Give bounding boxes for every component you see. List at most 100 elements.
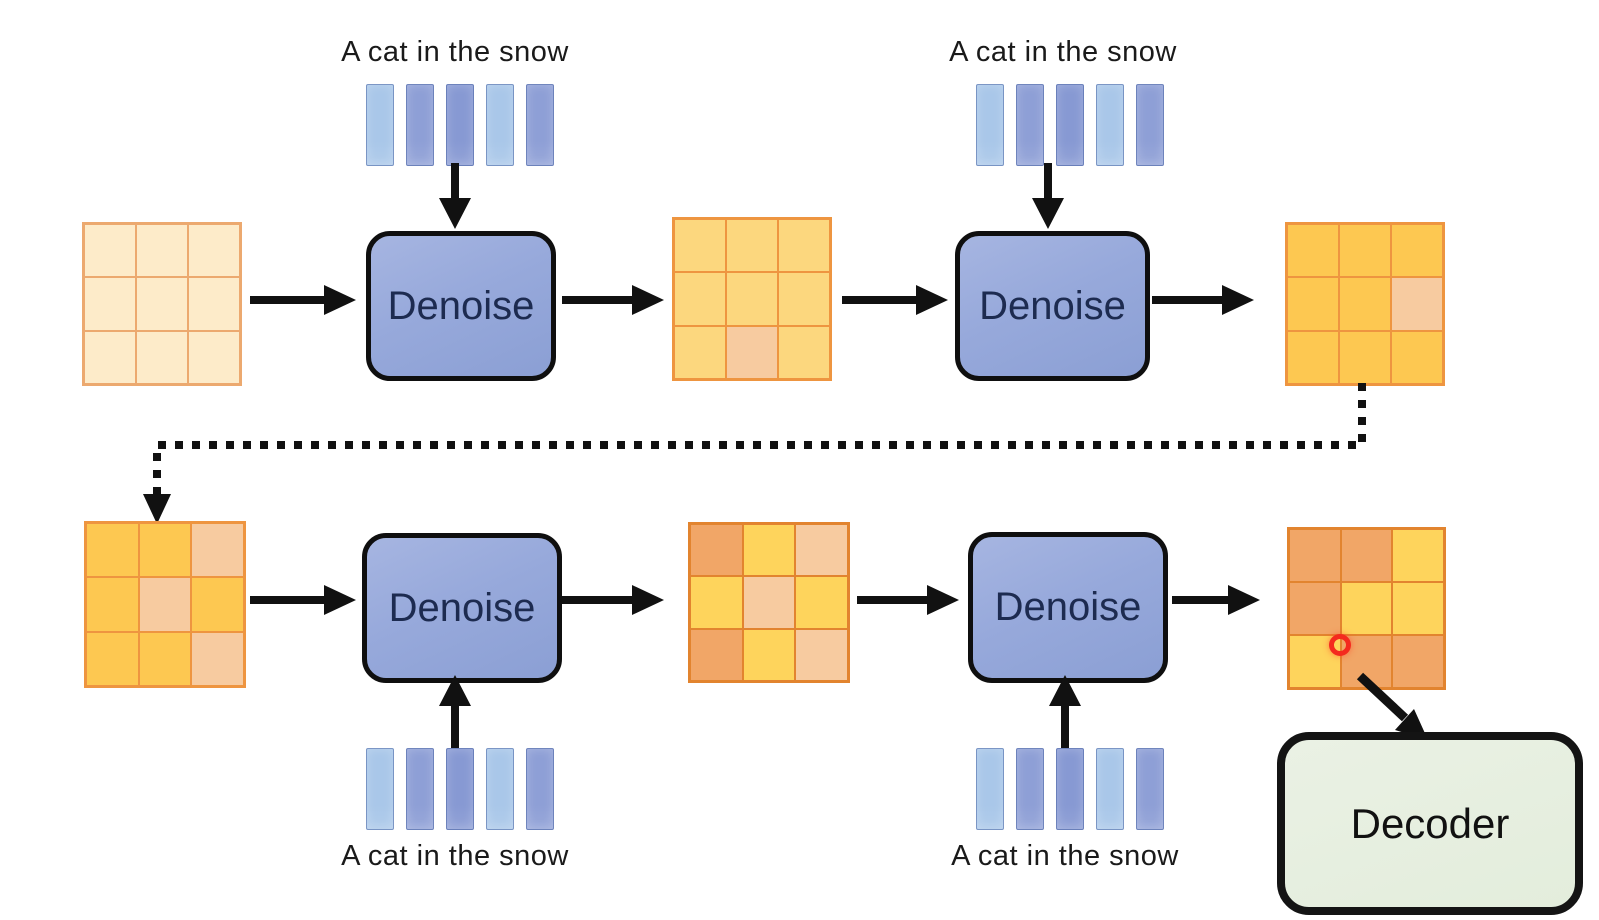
latent-cell — [795, 576, 848, 629]
latent-grid-1 — [82, 222, 242, 386]
token-embeddings — [366, 84, 554, 166]
latent-cell — [86, 523, 139, 578]
latent-cell — [690, 576, 743, 629]
latent-cell — [84, 277, 136, 331]
latent-cell — [136, 277, 188, 331]
latent-cell — [1392, 529, 1444, 582]
token-embedding-bar — [1016, 748, 1044, 830]
latent-cell — [778, 325, 830, 379]
dotted-continuation-arrow — [143, 383, 1366, 524]
latent-cell — [1339, 224, 1391, 278]
token-embedding-bar — [406, 84, 434, 166]
latent-cell — [138, 577, 192, 632]
arrow-right-icon — [1172, 585, 1260, 615]
token-embedding-bar — [1136, 84, 1164, 166]
token-embedding-bar — [366, 84, 394, 166]
latent-cell — [1391, 277, 1443, 331]
token-embedding-bar — [446, 84, 474, 166]
arrow-right-icon — [562, 285, 664, 315]
denoise-label: Denoise — [994, 585, 1142, 629]
latent-grid-2 — [672, 217, 832, 381]
latent-cell — [742, 576, 796, 629]
arrow-right-icon — [562, 585, 664, 615]
latent-cell — [1392, 582, 1444, 635]
token-embedding-bar — [1016, 84, 1044, 166]
latent-cell — [86, 577, 139, 632]
arrow-down-icon — [439, 163, 471, 229]
denoise-box-4: Denoise — [968, 532, 1168, 683]
latent-cell — [136, 224, 188, 278]
latent-cell — [726, 325, 778, 379]
latent-cell — [84, 330, 136, 384]
token-embedding-bar — [526, 84, 554, 166]
denoise-box-3: Denoise — [362, 533, 562, 683]
latent-grid-6 — [1287, 527, 1446, 690]
latent-cell — [138, 523, 192, 578]
denoise-label: Denoise — [388, 585, 536, 630]
prompt-text: A cat in the snow — [341, 36, 569, 68]
latent-cell — [690, 628, 743, 681]
arrow-right-icon — [250, 585, 356, 615]
latent-cell — [690, 524, 743, 577]
latent-cell — [1391, 330, 1443, 384]
latent-cell — [84, 224, 136, 278]
arrow-up-icon — [1049, 675, 1081, 748]
denoise-box-2: Denoise — [955, 231, 1150, 381]
denoise-box-1: Denoise — [366, 231, 556, 381]
token-embedding-bar — [1096, 748, 1124, 830]
latent-cell — [188, 277, 240, 331]
prompt-text: A cat in the snow — [949, 36, 1177, 68]
arrow-right-icon — [842, 285, 948, 315]
latent-cell — [191, 577, 244, 632]
latent-cell — [1391, 224, 1443, 278]
arrow-right-icon — [250, 285, 356, 315]
latent-cell — [795, 628, 848, 681]
prompt-text: A cat in the snow — [951, 840, 1179, 872]
latent-cell — [191, 523, 244, 578]
latent-cell — [138, 631, 192, 686]
latent-cell — [1340, 529, 1393, 582]
token-embedding-bar — [486, 748, 514, 830]
token-embedding-bar — [1096, 84, 1124, 166]
red-circle-marker — [1329, 634, 1351, 656]
latent-cell — [191, 631, 244, 686]
latent-cell — [742, 628, 796, 681]
latent-cell — [742, 524, 796, 577]
latent-cell — [1287, 224, 1339, 278]
latent-cell — [778, 219, 830, 273]
arrow-up-icon — [439, 675, 471, 748]
latent-cell — [674, 325, 726, 379]
denoise-label: Denoise — [387, 283, 535, 328]
latent-grid-5 — [688, 522, 850, 683]
latent-cell — [1392, 635, 1444, 688]
latent-cell — [188, 330, 240, 384]
latent-cell — [674, 219, 726, 273]
token-embedding-bar — [1136, 748, 1164, 830]
latent-cell — [86, 631, 139, 686]
token-embedding-bar — [406, 748, 434, 830]
latent-grid-3 — [1285, 222, 1445, 386]
latent-cell — [136, 330, 188, 384]
prompt-text: A cat in the snow — [341, 840, 569, 872]
denoise-label: Denoise — [979, 283, 1126, 328]
latent-cell — [726, 219, 778, 273]
token-embeddings — [366, 748, 554, 830]
arrow-down-icon — [1032, 163, 1064, 229]
token-embedding-bar — [976, 84, 1004, 166]
token-embedding-bar — [1056, 84, 1084, 166]
latent-cell — [1287, 277, 1339, 331]
latent-cell — [1289, 582, 1341, 635]
latent-cell — [1289, 529, 1341, 582]
latent-cell — [674, 272, 726, 326]
latent-cell — [1339, 277, 1391, 331]
latent-cell — [778, 272, 830, 326]
arrow-right-icon — [857, 585, 959, 615]
latent-cell — [795, 524, 848, 577]
latent-cell — [1287, 330, 1339, 384]
latent-cell — [726, 272, 778, 326]
arrow-right-icon — [1152, 285, 1254, 315]
decoder-label: Decoder — [1350, 799, 1510, 847]
token-embedding-bar — [1056, 748, 1084, 830]
latent-grid-4 — [84, 521, 246, 688]
